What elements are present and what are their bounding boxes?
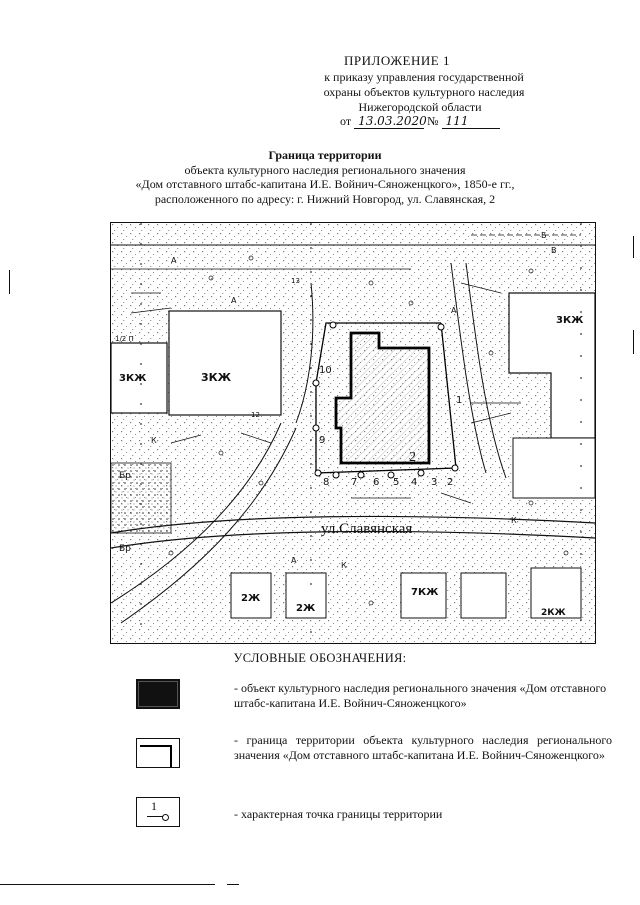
map-misc-1: А (231, 296, 237, 305)
order-number: 111 (441, 114, 500, 129)
map-label-building-8: Бр (119, 471, 131, 481)
object-boundary (334, 331, 431, 465)
appendix-title: ПРИЛОЖЕНИЕ 1 (344, 53, 450, 68)
document-title: Граница территории объекта культурного н… (90, 148, 560, 206)
map-misc-11: 13 (291, 277, 300, 285)
map-point-1: 1 (456, 395, 462, 406)
map-misc-0: А (171, 256, 177, 265)
margin-mark-right-2 (633, 330, 634, 354)
legend-title: УСЛОВНЫЕ ОБОЗНАЧЕНИЯ: (233, 651, 407, 665)
map-label-building-7: 2КЖ (541, 608, 566, 618)
territory-map: 3КЖ 3КЖ 3КЖ 2Ж 2Ж 7КЖ 2КЖ Бр Бр ул.Славя… (110, 222, 596, 644)
map-misc-7: Б (541, 231, 547, 240)
title-line-3: «Дом отставного штабс-капитана И.Е. Войн… (135, 177, 515, 191)
legend-symbol-boundary (136, 738, 180, 768)
title-line-2: объекта культурного наследия регионально… (184, 162, 466, 177)
legend-symbol-object (136, 679, 180, 709)
margin-mark-left (9, 270, 10, 294)
order-date: 13.03.2020 (354, 114, 427, 129)
map-point-7: 7 (351, 477, 357, 488)
building-3kzh-left (168, 310, 282, 416)
map-object-number: 2 (409, 450, 416, 465)
title-line-1: Граница территории (268, 148, 382, 162)
footer-dash (227, 884, 239, 885)
building-right-lower (512, 437, 595, 499)
legend-item-object: - объект культурного наследия региональн… (234, 681, 607, 710)
map-label-building-4: 2Ж (241, 593, 261, 604)
footer-rule (0, 884, 215, 885)
map-misc-3: А (291, 556, 297, 565)
map-label-building-6: 7КЖ (411, 587, 439, 598)
legend-symbol-point: 1 (136, 797, 180, 827)
number-prefix: № (427, 114, 439, 128)
title-line-4: расположенного по адресу: г. Нижний Новг… (154, 191, 496, 206)
map-point-4: 4 (411, 477, 417, 488)
map-misc-8: B (551, 246, 557, 255)
appendix-line-1: к приказу управления государственной (324, 70, 524, 84)
map-label-building-9: Бр (119, 544, 131, 554)
map-misc-4: К (151, 436, 157, 445)
map-label-building-3: 3КЖ (556, 315, 584, 326)
map-misc-2: А (451, 306, 457, 315)
margin-mark-right-1 (633, 236, 634, 258)
map-drawing: 3КЖ 3КЖ 3КЖ 2Ж 2Ж 7КЖ 2КЖ Бр Бр ул.Славя… (111, 223, 595, 643)
map-label-building-2: 3КЖ (119, 373, 147, 384)
map-misc-9: 1/2 П (115, 335, 134, 343)
map-point-5: 5 (393, 477, 399, 488)
map-misc-6: К (511, 516, 517, 525)
map-point-6: 6 (373, 477, 379, 488)
legend-item-point: - характерная точка границы территории (234, 807, 443, 821)
map-label-building-5: 2Ж (296, 603, 316, 614)
legend-symbol-point-number: 1 (151, 799, 157, 813)
date-prefix: от (340, 114, 352, 128)
map-point-3: 3 (431, 477, 437, 488)
building-3kzh-far-left (111, 342, 168, 414)
map-point-10: 10 (319, 365, 332, 376)
map-point-8: 8 (323, 477, 329, 488)
legend-item-boundary: - граница территории объекта культурного… (234, 733, 612, 762)
map-label-building-1: 3КЖ (201, 371, 232, 384)
map-point-9: 9 (319, 435, 325, 446)
map-misc-10: 12 (251, 411, 260, 419)
map-misc-5: К (341, 561, 347, 570)
appendix-line-3: Нижегородской области (358, 100, 482, 114)
map-street-label: ул.Славянская (321, 521, 412, 537)
order-date-number: от 13.03.2020 № 111 (340, 114, 540, 129)
appendix-line-2: охраны объектов культурного наследия (323, 85, 525, 99)
map-point-2: 2 (447, 477, 453, 488)
